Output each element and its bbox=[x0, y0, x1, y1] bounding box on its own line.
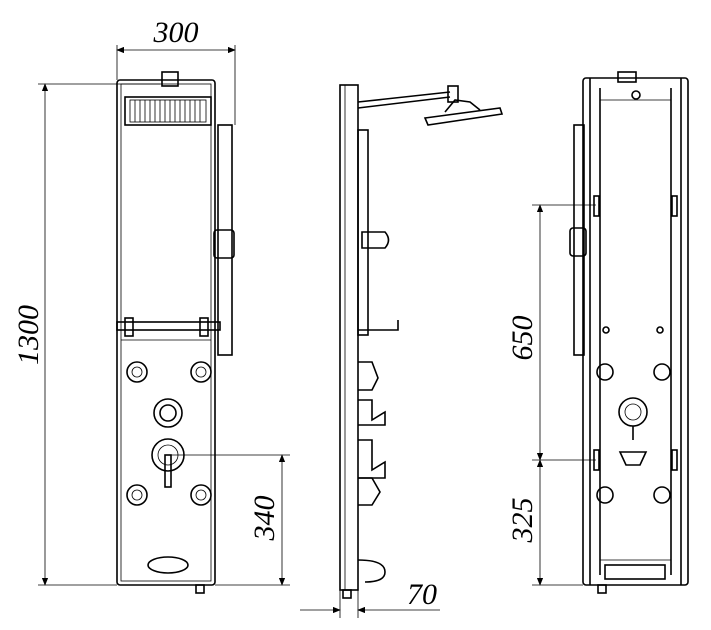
front-view bbox=[116, 71, 235, 594]
dimension-mixer-height: 340 bbox=[168, 454, 290, 586]
dim-1300: 1300 bbox=[12, 305, 45, 365]
dim-650: 650 bbox=[506, 316, 539, 361]
dimension-lower-span: 325 bbox=[506, 459, 544, 586]
back-view bbox=[569, 71, 689, 594]
dimension-height: 1300 bbox=[12, 83, 160, 586]
dim-340: 340 bbox=[248, 496, 281, 542]
dimension-width: 300 bbox=[116, 16, 236, 125]
dim-300: 300 bbox=[153, 16, 199, 49]
soap-dish bbox=[147, 556, 189, 574]
side-view bbox=[339, 84, 504, 599]
dim-70: 70 bbox=[407, 578, 437, 611]
diverter-knob bbox=[153, 398, 183, 428]
dimension-depth: 70 bbox=[300, 578, 440, 618]
dimension-upper-span: 650 bbox=[506, 204, 596, 586]
body-jet-icon bbox=[126, 361, 212, 506]
dim-325: 325 bbox=[506, 498, 539, 544]
